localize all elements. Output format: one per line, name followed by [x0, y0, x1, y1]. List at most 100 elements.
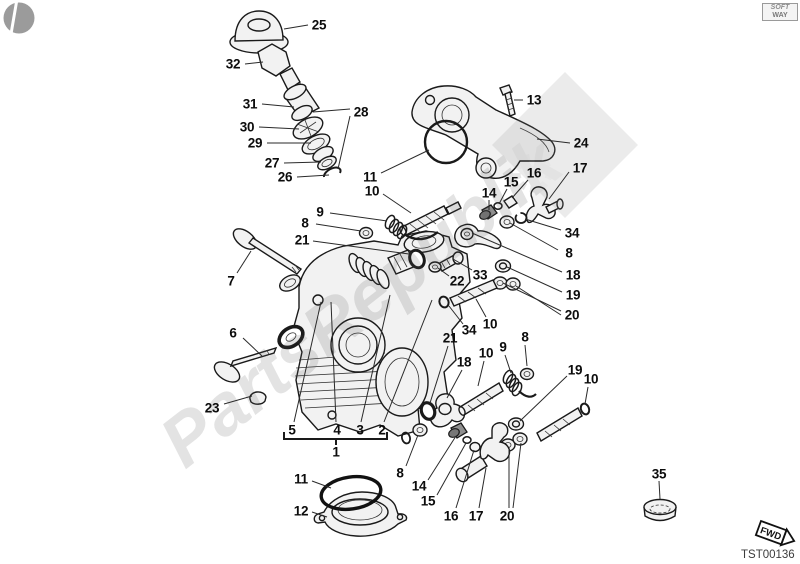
- part-label-29: 29: [247, 135, 263, 151]
- part-cap-35: [643, 498, 677, 522]
- part-guide-dome-23: [249, 391, 267, 405]
- softway-logo: SOFT WAY: [762, 3, 798, 21]
- part-label-15: 15: [420, 493, 436, 509]
- part-exhaust-valve-23: [213, 346, 278, 383]
- part-rocker-18a: [454, 223, 502, 250]
- part-label-23: 23: [204, 400, 220, 416]
- part-pin-16a: [502, 195, 519, 209]
- part-label-16: 16: [526, 165, 542, 181]
- part-bushing-19b: [507, 417, 525, 431]
- leader-line-21: [312, 240, 410, 255]
- leader-lines: [223, 24, 661, 518]
- part-cap-25: [229, 10, 289, 54]
- part-oring-11-top: [423, 119, 469, 165]
- part-label-9: 9: [499, 339, 507, 355]
- part-label-1: 1: [332, 444, 340, 460]
- leader-line-27: [283, 161, 322, 164]
- softway-line1: SOFT: [770, 4, 790, 11]
- part-shaft-10c: [458, 382, 504, 416]
- part-label-34: 34: [564, 225, 580, 241]
- part-fork-rocker-17a: [525, 186, 564, 224]
- part-label-14: 14: [411, 478, 427, 494]
- part-spring-9b: [502, 369, 537, 398]
- part-collets-7: [279, 274, 301, 292]
- leader-line-17: [548, 171, 570, 200]
- leader-line-14: [427, 435, 457, 481]
- leader-line-12: [311, 511, 328, 518]
- part-label-10: 10: [583, 371, 599, 387]
- part-label-16: 16: [443, 508, 459, 524]
- softway-line2: WAY: [772, 11, 788, 19]
- part-rocker-18b: [429, 393, 466, 428]
- part-label-10: 10: [364, 183, 380, 199]
- leader-line-30: [258, 126, 300, 130]
- leader-line-33: [452, 258, 473, 271]
- part-shaft-10a: [399, 201, 462, 236]
- leader-line-16: [455, 449, 475, 509]
- part-label-35: 35: [651, 466, 667, 482]
- part-label-21: 21: [442, 330, 458, 346]
- part-label-31: 31: [242, 96, 258, 112]
- leader-line-10: [477, 360, 485, 387]
- part-tappet-30: [292, 116, 324, 140]
- leader-line-28: [337, 115, 351, 170]
- circle-slash-logo-icon: [3, 1, 35, 35]
- part-label-32: 32: [225, 56, 241, 72]
- part-valve-guide-21a: [387, 248, 426, 275]
- part-washers-20a: [492, 276, 521, 291]
- leader-line-7: [236, 250, 252, 274]
- leader-line-31: [261, 103, 295, 108]
- part-label-34: 34: [461, 322, 477, 338]
- part-washer-8a: [358, 226, 374, 240]
- leader-line-26: [296, 174, 330, 178]
- part-washer-8b: [499, 215, 515, 229]
- part-label-2: 2: [378, 422, 386, 438]
- part-label-17: 17: [468, 508, 484, 524]
- leader-line-6: [242, 337, 263, 357]
- part-label-14: 14: [481, 185, 497, 201]
- part-label-18: 18: [456, 354, 472, 370]
- leader-line-9: [504, 354, 512, 374]
- part-label-24: 24: [573, 135, 589, 151]
- leader-line-35: [658, 480, 661, 500]
- leader-line-8: [509, 222, 559, 251]
- leader-line-19: [506, 266, 563, 293]
- part-fork-rocker-17b: [455, 422, 511, 483]
- leader-line-10: [475, 298, 487, 318]
- part-label-20: 20: [499, 508, 515, 524]
- part-bushing-19a: [494, 259, 512, 273]
- part-ring-28a: [291, 104, 313, 122]
- part-label-11: 11: [363, 169, 377, 185]
- leader-line-4: [330, 301, 337, 423]
- leader-line-8: [405, 434, 419, 467]
- part-label-3: 3: [356, 422, 364, 438]
- part-seal-6: [277, 324, 305, 350]
- part-ball-16b: [469, 441, 481, 453]
- part-label-30: 30: [239, 119, 255, 135]
- part-label-28: 28: [353, 104, 369, 120]
- part-oring-11-bottom: [319, 474, 383, 512]
- part-label-9: 9: [316, 204, 324, 220]
- leader-line-20: [502, 282, 562, 312]
- part-washer-8d: [519, 367, 535, 381]
- part-label-19: 19: [567, 362, 583, 378]
- leader-line-24: [536, 138, 571, 144]
- leader-line-34: [448, 305, 464, 325]
- leader-line-18: [471, 232, 563, 273]
- part-label-26: 26: [277, 169, 293, 185]
- part-spring-9a: [384, 214, 439, 241]
- part-label-5: 5: [288, 422, 296, 438]
- leader-line-8: [315, 223, 362, 232]
- part-intake-valve-7: [232, 228, 303, 275]
- part-ring-15b: [462, 436, 472, 444]
- part-intake-stub: [348, 252, 390, 290]
- part-label-11: 11: [294, 471, 308, 487]
- part-cone-14b: [448, 422, 468, 439]
- part-label-8: 8: [565, 245, 573, 261]
- leader-line-25: [283, 24, 309, 30]
- leader-line-16: [511, 179, 529, 199]
- part-label-12: 12: [293, 503, 309, 519]
- leader-line-20: [515, 285, 562, 316]
- part-label-22: 22: [449, 273, 465, 289]
